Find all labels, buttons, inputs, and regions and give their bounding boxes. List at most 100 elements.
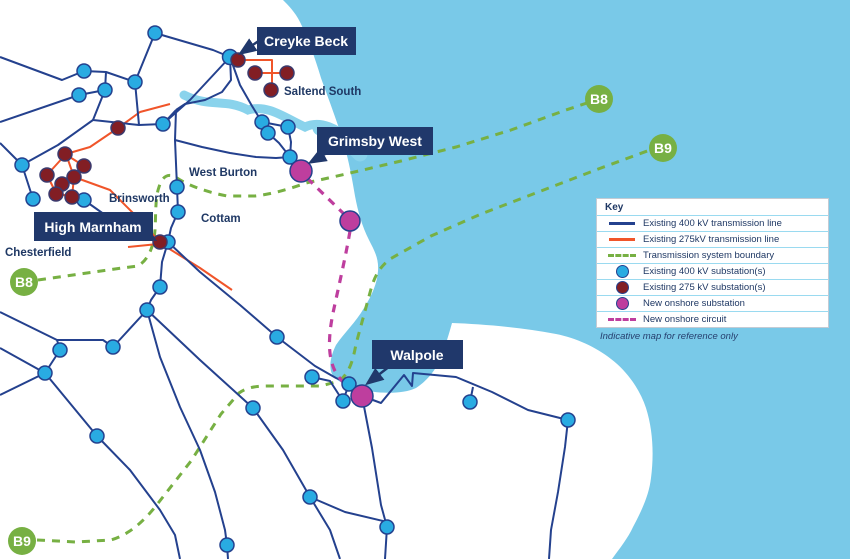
substation-400kv-marker xyxy=(37,365,53,381)
substation-400kv-cottam xyxy=(170,204,186,220)
substation-400kv-marker xyxy=(269,329,285,345)
substation-400kv-marker xyxy=(245,400,261,416)
substation-400kv-marker xyxy=(25,191,41,207)
walpole-label-text: Walpole xyxy=(390,347,443,363)
key-panel: Key Existing 400 kV transmission line Ex… xyxy=(596,198,829,328)
new-substation-grimsby-west xyxy=(289,159,313,183)
key-row-400kv-substation: Existing 400 kV substation(s) xyxy=(597,264,828,280)
walpole-label: Walpole xyxy=(372,340,463,369)
substation-275kv-marker xyxy=(64,189,80,205)
substation-275kv-marker xyxy=(66,169,82,185)
key-row-275kv-line: Existing 275kV transmission line xyxy=(597,232,828,248)
legend-275kv-line-icon xyxy=(601,238,643,241)
new-substation-marker xyxy=(339,210,361,232)
new-substation-walpole xyxy=(350,384,374,408)
creyke-beck-label: Creyke Beck xyxy=(257,27,356,55)
substation-400kv-marker xyxy=(97,82,113,98)
boundary-marker-b8-east: B8 xyxy=(585,85,613,113)
place-brinsworth: Brinsworth xyxy=(109,193,170,205)
key-label: New onshore circuit xyxy=(643,314,727,325)
key-label: Existing 400 kV substation(s) xyxy=(643,266,766,277)
place-west-burton: West Burton xyxy=(189,167,257,179)
substation-275kv-marker xyxy=(57,146,73,162)
substation-275kv-marker xyxy=(279,65,295,81)
substation-400kv-marker xyxy=(560,412,576,428)
substation-400kv-marker xyxy=(127,74,143,90)
substation-400kv-marker xyxy=(282,149,298,165)
legend-275kv-substation-icon xyxy=(601,281,643,294)
key-row-400kv-line: Existing 400 kV transmission line xyxy=(597,216,828,232)
substation-275kv-marker xyxy=(48,186,64,202)
substation-400kv-marker xyxy=(71,87,87,103)
legend-new-circuit-dash-icon xyxy=(601,318,643,321)
b9-text: B9 xyxy=(654,140,672,156)
substation-400kv-marker xyxy=(462,394,478,410)
substation-400kv-marker xyxy=(335,393,351,409)
high-marnham-label-box xyxy=(34,212,153,241)
substations-275kv xyxy=(39,52,295,250)
substation-275kv-marker xyxy=(110,120,126,136)
walpole-label-box xyxy=(372,340,463,369)
substation-400kv-marker xyxy=(155,116,171,132)
substation-400kv-marker xyxy=(152,279,168,295)
substation-400kv-marker xyxy=(52,342,68,358)
substation-275kv-saltend-south xyxy=(263,82,279,98)
substation-400kv-marker xyxy=(219,537,235,553)
substation-275kv-marker xyxy=(230,52,246,68)
new-onshore-circuit-line xyxy=(305,176,359,395)
key-label: Existing 400 kV transmission line xyxy=(643,218,782,229)
grimsby-west-label: Grimsby West xyxy=(317,127,433,155)
place-chesterfield: Chesterfield xyxy=(5,247,71,259)
boundary-marker-b8-west: B8 xyxy=(10,268,38,296)
b8-circle xyxy=(585,85,613,113)
substation-400kv-marker xyxy=(304,369,320,385)
substation-400kv-marker xyxy=(341,376,357,392)
high-marnham-label: High Marnham xyxy=(34,212,153,241)
substation-400kv-marker xyxy=(147,25,163,41)
key-row-275kv-substation: Existing 275 kV substation(s) xyxy=(597,280,828,296)
high-marnham-label-text: High Marnham xyxy=(44,219,141,235)
key-label: Transmission system boundary xyxy=(643,250,775,261)
creyke-beck-label-box xyxy=(257,27,356,55)
substation-400kv-marker xyxy=(302,489,318,505)
key-row-new-circuit: New onshore circuit xyxy=(597,312,828,327)
substation-400kv-marker xyxy=(280,119,296,135)
map-note: Indicative map for reference only xyxy=(600,331,738,342)
substation-275kv-high-marnham xyxy=(152,234,168,250)
substation-400kv-marker xyxy=(105,339,121,355)
legend-boundary-dash-icon xyxy=(601,254,643,257)
key-row-new-substation: New onshore substation xyxy=(597,296,828,312)
legend-400kv-line-icon xyxy=(601,222,643,225)
b8-text: B8 xyxy=(590,91,608,107)
substation-275kv-marker xyxy=(39,167,55,183)
key-label: Existing 275 kV substation(s) xyxy=(643,282,766,293)
legend-new-substation-icon xyxy=(601,297,643,310)
substation-400kv-marker xyxy=(14,157,30,173)
place-cottam: Cottam xyxy=(201,213,241,225)
key-label: Existing 275kV transmission line xyxy=(643,234,780,245)
substation-400kv-marker xyxy=(139,302,155,318)
key-label: New onshore substation xyxy=(643,298,745,309)
substation-400kv-west-burton xyxy=(169,179,185,195)
substation-400kv-marker xyxy=(89,428,105,444)
b8-circle xyxy=(10,268,38,296)
creyke-beck-label-text: Creyke Beck xyxy=(264,33,348,49)
place-saltend-south: Saltend South xyxy=(284,86,361,98)
key-row-boundary: Transmission system boundary xyxy=(597,248,828,264)
new-onshore-substations xyxy=(289,159,374,408)
b8-text: B8 xyxy=(15,274,33,290)
substation-400kv-marker xyxy=(379,519,395,535)
boundary-marker-b9-east: B9 xyxy=(649,134,677,162)
substation-400kv-marker xyxy=(76,63,92,79)
legend-400kv-substation-icon xyxy=(601,265,643,278)
key-title: Key xyxy=(597,199,828,216)
b9-circle xyxy=(649,134,677,162)
b9-text: B9 xyxy=(13,533,31,549)
substation-400kv-marker xyxy=(260,125,276,141)
substation-275kv-marker xyxy=(247,65,263,81)
grimsby-west-label-box xyxy=(317,127,433,155)
boundary-marker-b9-west: B9 xyxy=(8,527,36,555)
b9-circle xyxy=(8,527,36,555)
